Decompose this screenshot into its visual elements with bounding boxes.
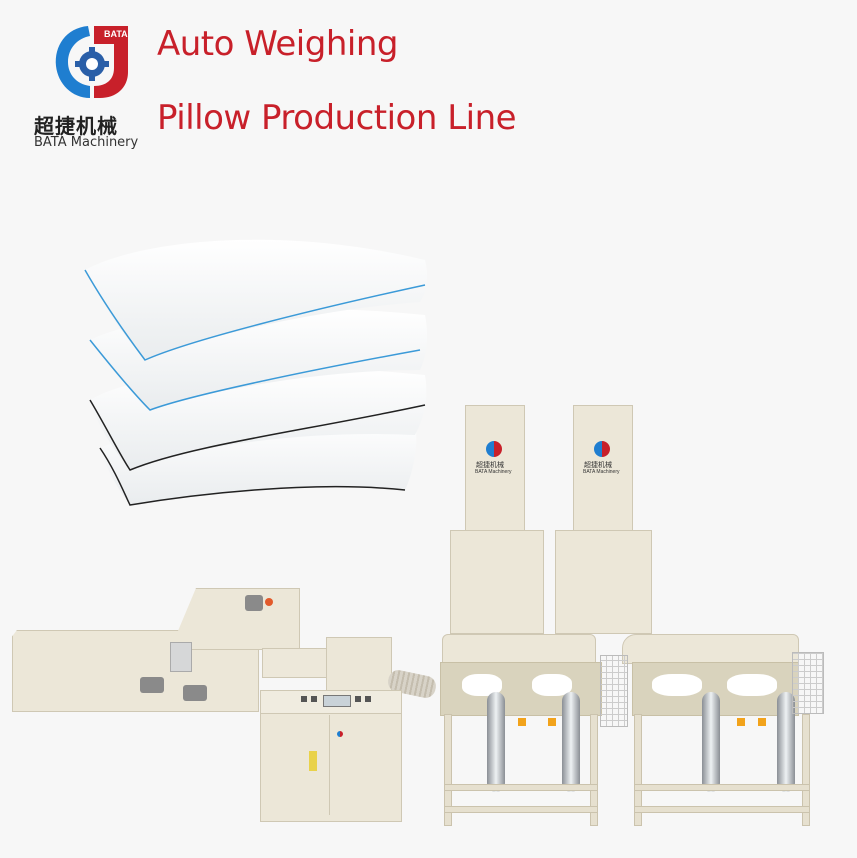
pillow-in-tray [727,674,777,696]
panel-button [301,696,307,702]
frame-rail [444,806,598,813]
filling-station-right [622,634,824,829]
motor-3 [245,595,263,611]
frame-leg [634,714,642,826]
weighing-tower-right: 超捷机械 BATA Machinery [573,405,633,532]
control-cabinet [260,690,402,822]
title-line-1: Auto Weighing [157,24,398,64]
pillow-in-tray [532,674,572,696]
tower-logo-icon [486,441,502,457]
motor-2 [183,685,207,701]
yellow-switch [737,718,745,726]
tower-label-cn: 超捷机械 [476,462,504,469]
weighing-tower-left: 超捷机械 BATA Machinery [465,405,525,532]
frame-leg [802,714,810,826]
frame-rail [634,806,810,813]
cabinet-logo-icon [337,731,343,737]
pillow-in-tray [462,674,502,696]
conveyor [262,648,330,678]
steel-pipe [777,692,795,792]
steel-pipe [702,692,720,792]
warning-label [309,751,317,771]
yellow-switch [518,718,526,726]
hmi-screen [323,695,351,707]
frame-leg [444,714,452,826]
opening-machine-top [170,588,300,650]
title-line-2: Pillow Production Line [157,98,517,138]
pillow-in-tray [652,674,702,696]
yellow-switch [548,718,556,726]
viewing-window [170,642,192,672]
panel-button [365,696,371,702]
panel-button [311,696,317,702]
weighing-tower-base-left [450,530,544,634]
hood [622,634,799,664]
motor-1 [140,677,164,693]
pillows-image [84,239,428,506]
red-emergency-icon [265,598,273,606]
brand-name-cn: 超捷机械 [34,114,118,138]
logo-badge: BATA [104,29,128,39]
safety-mesh-center [600,655,628,727]
yellow-switch [758,718,766,726]
bata-gear-logo-icon [55,26,128,98]
tower-label-en: BATA Machinery [475,469,512,475]
steel-pipe [562,692,580,792]
filling-station-left [432,634,602,829]
hood [442,634,596,664]
weighing-tower-base-right [555,530,652,634]
tower-label-cn: 超捷机械 [584,462,612,469]
brand-logo: BATA [52,22,132,102]
tower-label-en: BATA Machinery [583,469,620,475]
panel-button [355,696,361,702]
cabinet-door-split [329,715,330,815]
feeder-box [326,637,392,692]
tower-logo-icon [594,441,610,457]
steel-pipe [487,692,505,792]
frame-leg [590,714,598,826]
safety-mesh [792,652,824,714]
brand-name-en: BATA Machinery [34,135,139,150]
frame-rail [444,784,598,791]
pillow-stack [80,230,440,510]
frame-rail [634,784,810,791]
